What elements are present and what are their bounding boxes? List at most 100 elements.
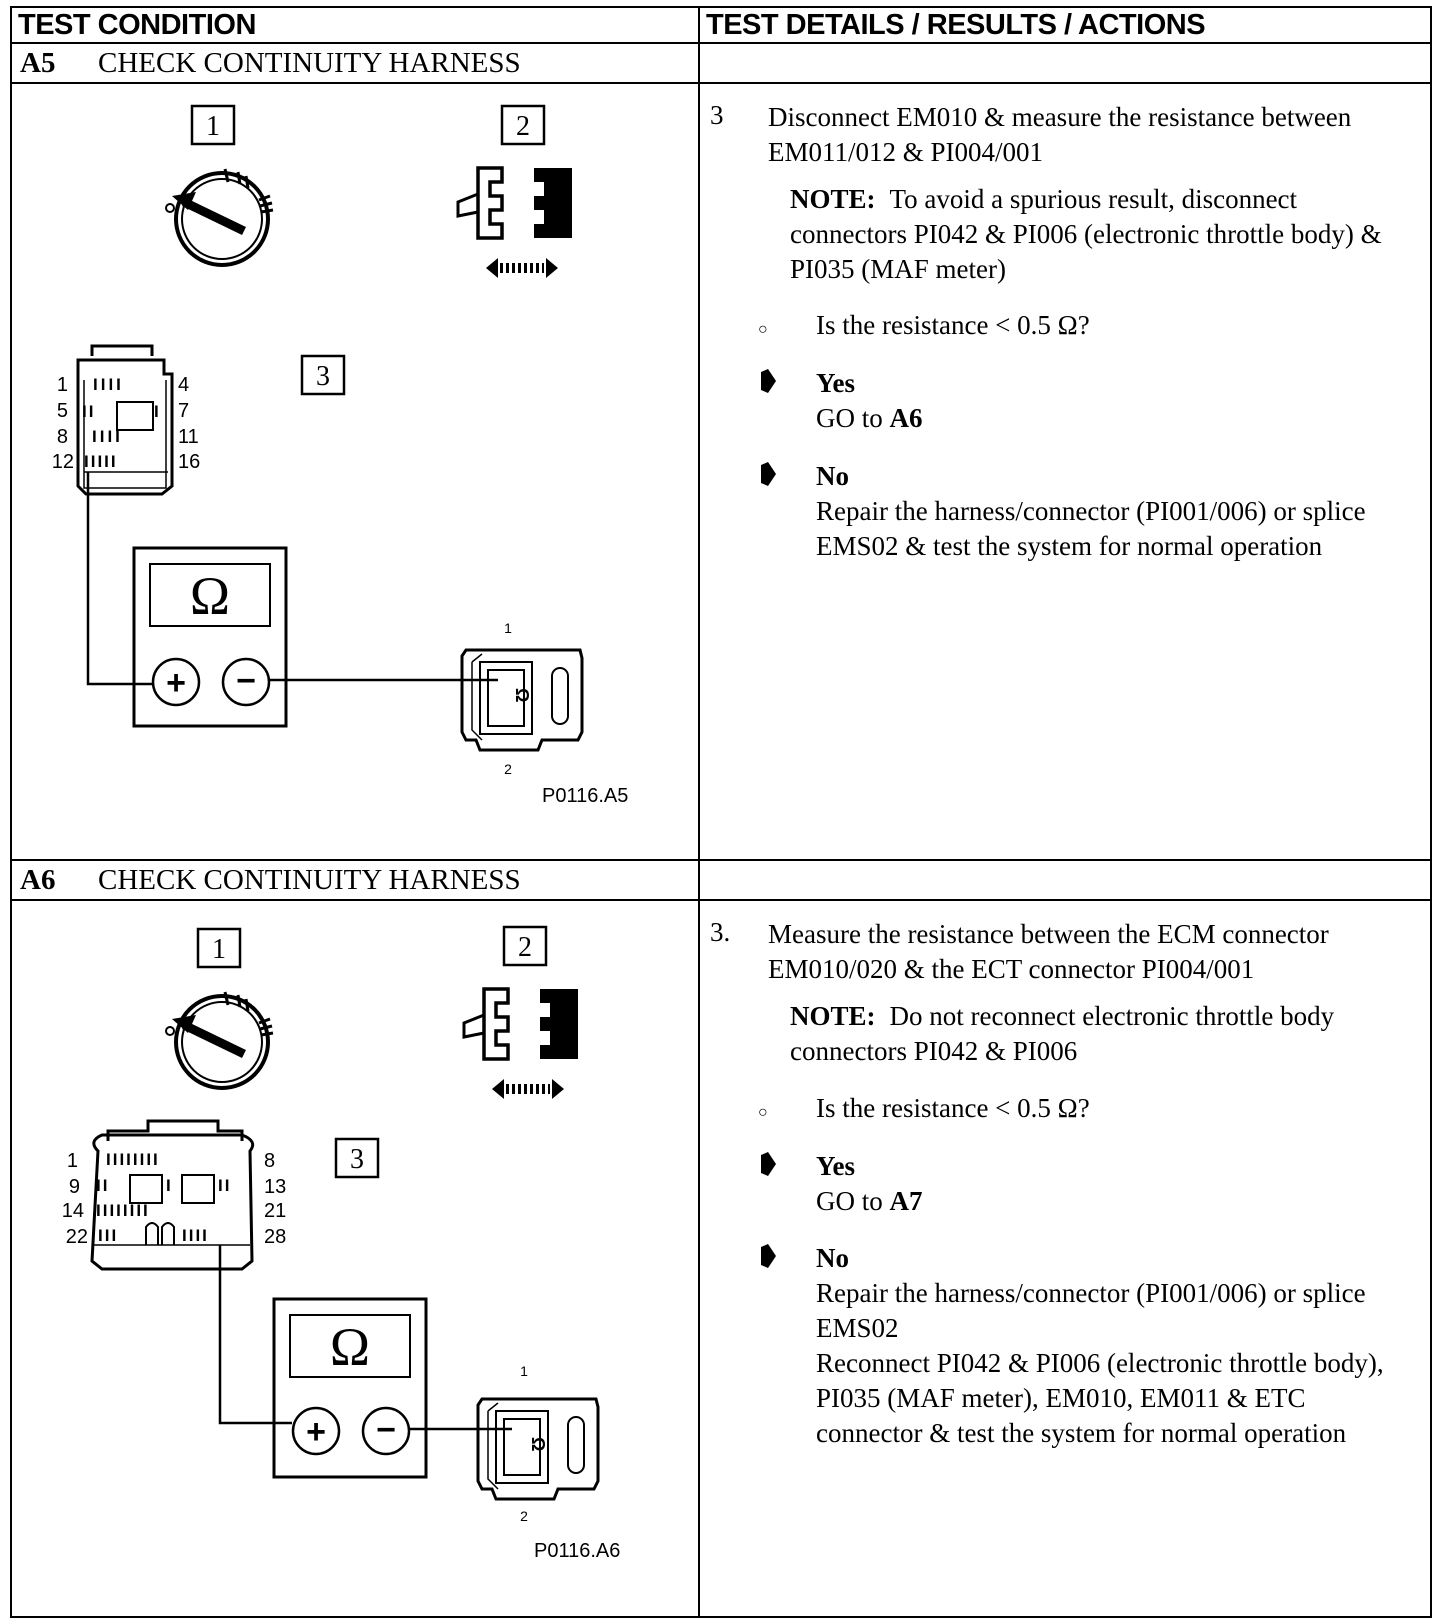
step-box-2-label: 2: [518, 932, 532, 963]
connector-pin-label: 16: [178, 451, 200, 473]
a6-wiring-diagram: 1 2: [62, 925, 620, 1562]
table-header-row: TEST CONDITION TEST DETAILS / RESULTS / …: [10, 6, 1432, 44]
question-bullet-icon: ○: [758, 321, 768, 338]
disconnect-connector-icon: [456, 166, 572, 278]
sensor-pin-label: 2: [520, 1508, 528, 1524]
question-text: Is the resistance < 0.5 Ω?: [816, 1093, 1090, 1123]
connector-pin-label: 13: [264, 1176, 286, 1198]
connector-pin-label: 14: [62, 1200, 84, 1222]
a5-wiring-diagram: 1 2: [52, 104, 628, 807]
svg-text:IIIIIIII: IIIIIIII: [96, 1201, 150, 1220]
section-a6-diagram: 1 2: [10, 899, 700, 1618]
no-text-continued: Reconnect PI042 & PI006 (electronic thro…: [816, 1348, 1384, 1448]
yes-label: Yes: [816, 1151, 855, 1181]
minus-icon: −: [376, 1411, 396, 1449]
connector-pin-label: 4: [178, 374, 189, 396]
section-a6-body-row: 1 2: [10, 899, 1432, 1618]
step-box-3: [334, 1137, 380, 1179]
svg-text:II: II: [218, 1176, 231, 1195]
svg-text:IIIIIIII: IIIIIIII: [106, 1150, 160, 1169]
sensor-pin-label: 1: [520, 1363, 528, 1379]
connector-pin-label: 21: [264, 1200, 286, 1222]
svg-text:II: II: [96, 1176, 109, 1195]
section-a5-details: 3 Disconnect EM010 & measure the resista…: [698, 82, 1432, 861]
step-box-3-label: 3: [350, 1144, 364, 1175]
step-box-2: [502, 925, 548, 967]
document-page: TEST CONDITION TEST DETAILS / RESULTS / …: [10, 6, 1432, 1618]
no-text: Repair the harness/connector (PI001/006)…: [816, 1278, 1366, 1343]
yes-label: Yes: [816, 368, 855, 398]
arrow-bullet-icon: [758, 1149, 778, 1188]
step-box-1-label: 1: [206, 111, 220, 142]
svg-text:II: II: [82, 402, 95, 421]
section-a5-diagram: 1 2: [10, 82, 700, 861]
section-a6-title-blank: [698, 859, 1432, 901]
ect-sensor-connector: Ω: [460, 648, 584, 752]
step-number: 3.: [710, 917, 731, 947]
note-label: NOTE:: [790, 1001, 876, 1031]
ohm-symbol: Ω: [190, 566, 230, 626]
no-text: Repair the harness/connector (PI001/006)…: [816, 496, 1366, 561]
svg-text:I: I: [166, 1176, 171, 1195]
plus-icon: +: [166, 664, 186, 702]
svg-text:Ω: Ω: [512, 688, 532, 702]
note-label: NOTE:: [790, 184, 876, 214]
arrow-bullet-icon: [758, 366, 778, 405]
ignition-switch-icon: [165, 991, 274, 1090]
section-title: CHECK CONTINUITY HARNESS: [98, 864, 521, 896]
svg-text:Ω: Ω: [528, 1437, 548, 1451]
yes-target-link[interactable]: A7: [889, 1186, 923, 1216]
connector-pin-label: 7: [178, 400, 189, 422]
sensor-pin-label: 1: [504, 620, 512, 636]
step-box-1: [196, 927, 242, 969]
positive-terminal: [151, 657, 201, 707]
connector-pin-label: 9: [69, 1176, 80, 1198]
section-a5-body-row: 1 2: [10, 82, 1432, 861]
test-lead-positive: [86, 472, 152, 686]
ecm-connector-28pin: IIIIIIII II I II IIIIIIII III IIII: [90, 1119, 255, 1271]
header-test-details: TEST DETAILS / RESULTS / ACTIONS: [698, 6, 1432, 44]
arrow-bullet-icon: [758, 459, 778, 498]
svg-text:IIII: IIII: [182, 1226, 209, 1245]
diagnostic-table: TEST CONDITION TEST DETAILS / RESULTS / …: [10, 6, 1432, 1618]
step-text: Measure the resistance between the ECM c…: [768, 919, 1329, 984]
connector-pin-label: 8: [264, 1150, 275, 1172]
svg-text:I: I: [154, 402, 159, 421]
question-bullet-icon: ○: [758, 1104, 768, 1121]
connector-pin-label: 11: [178, 426, 199, 448]
header-test-condition: TEST CONDITION: [10, 6, 700, 44]
step-number: 3: [710, 100, 724, 130]
step-box-2: [500, 104, 546, 146]
svg-text:IIII: IIII: [93, 375, 124, 394]
connector-pin-label: 12: [52, 451, 74, 473]
section-code: A5: [20, 47, 56, 79]
step-box-3-label: 3: [316, 361, 330, 392]
yes-target-link[interactable]: A6: [889, 403, 923, 433]
disconnect-connector-icon: [462, 987, 578, 1099]
no-label: No: [816, 1243, 849, 1273]
ect-sensor-connector: Ω: [476, 1397, 600, 1501]
ignition-switch-icon: [165, 168, 274, 267]
arrow-bullet-icon: [758, 1241, 778, 1280]
connector-pin-label: 8: [57, 426, 68, 448]
connector-pin-label: 5: [57, 400, 68, 422]
section-a6-details: 3. Measure the resistance between the EC…: [698, 899, 1432, 1618]
sensor-pin-label: 2: [504, 761, 512, 777]
a5-note: NOTE:To avoid a spurious result, disconn…: [790, 182, 1400, 287]
svg-text:IIIII: IIIII: [84, 452, 118, 471]
step-box-1-label: 1: [212, 934, 226, 965]
test-lead-positive: [218, 1245, 292, 1425]
positive-terminal: [291, 1406, 341, 1456]
connector-pin-label: 1: [67, 1150, 78, 1172]
svg-text:IIII: IIII: [92, 427, 123, 446]
ohm-symbol: Ω: [330, 1317, 370, 1377]
step-box-2-label: 2: [516, 111, 530, 142]
minus-icon: −: [236, 662, 256, 700]
yes-prefix: GO to: [816, 1186, 890, 1216]
note-text: Do not reconnect electronic throttle bod…: [790, 1001, 1335, 1066]
step-box-3: [300, 354, 346, 396]
